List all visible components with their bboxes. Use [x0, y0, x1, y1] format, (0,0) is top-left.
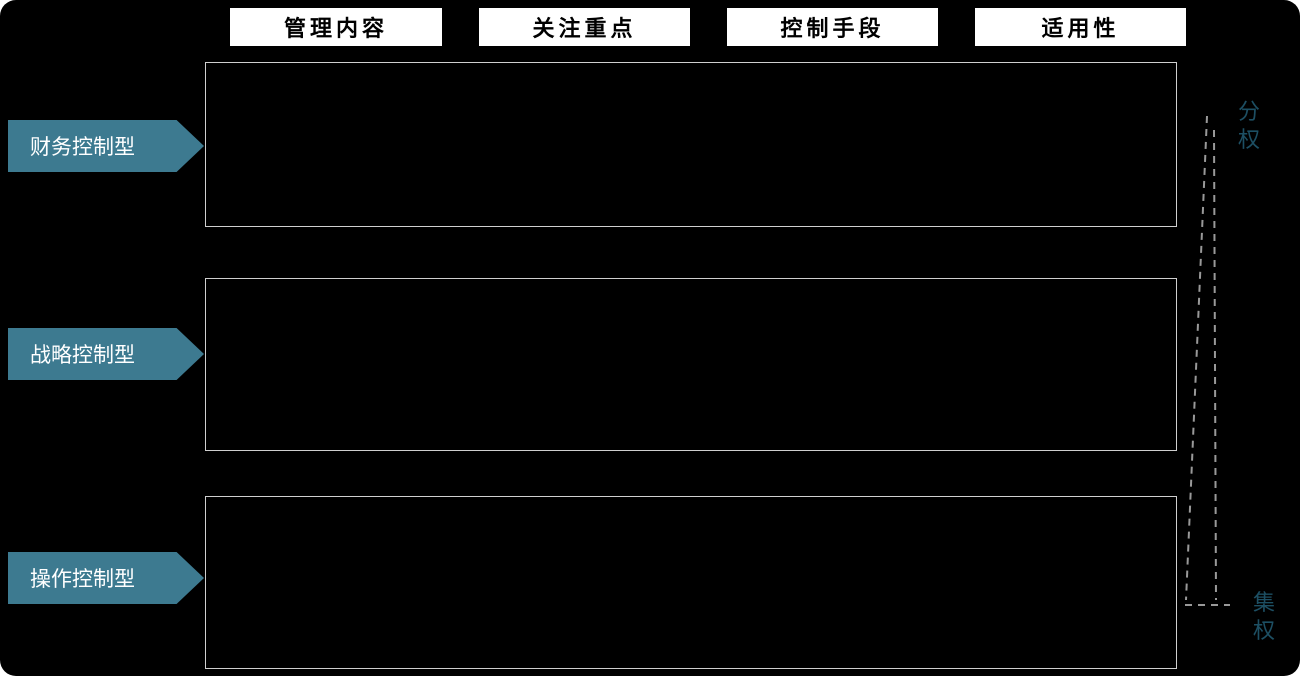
row-label-strategic-control: 战略控制型 — [8, 328, 204, 380]
column-header-management-content: 管理内容 — [230, 8, 442, 46]
axis-label-centralization: 集权 — [1252, 590, 1275, 643]
content-box-financial-control — [205, 62, 1177, 227]
axis-label-decentralization: 分权 — [1237, 99, 1260, 152]
content-box-operational-control — [205, 496, 1177, 669]
column-header-focus: 关注重点 — [479, 8, 690, 46]
content-box-strategic-control — [205, 278, 1177, 451]
row-label-operational-control: 操作控制型 — [8, 552, 204, 604]
column-header-control-means: 控制手段 — [727, 8, 938, 46]
column-header-applicability: 适用性 — [975, 8, 1186, 46]
decentralize-centralize-axis — [1185, 115, 1230, 606]
row-label-financial-control: 财务控制型 — [8, 120, 204, 172]
